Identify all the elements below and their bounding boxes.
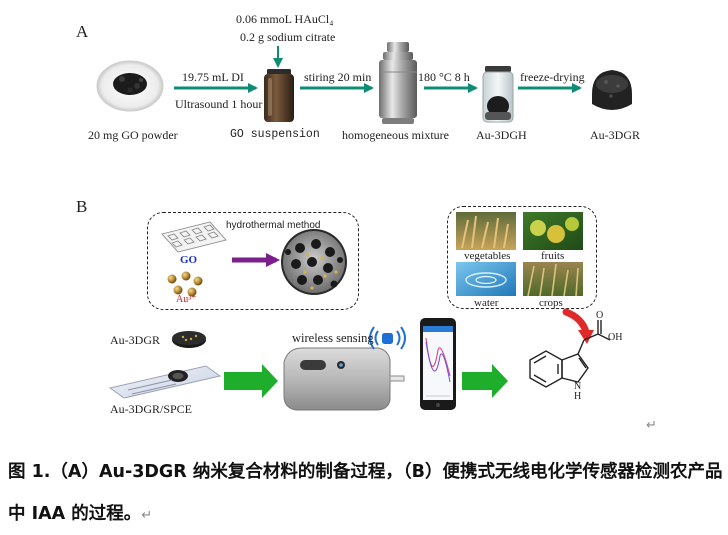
step1-bottom-label: Ultrasound 1 hour bbox=[175, 97, 263, 111]
graphene-sheet bbox=[161, 221, 227, 253]
panel-b-graphics bbox=[108, 212, 611, 411]
wireless-sensing-label: wireless sensing bbox=[292, 331, 374, 345]
spce-label: Au-3DGR/SPCE bbox=[110, 402, 193, 416]
samples-dashed-box bbox=[447, 206, 597, 309]
step2-top-label: stiring 20 min bbox=[304, 70, 372, 84]
hydrothermal-label: hydrothermal method bbox=[226, 220, 321, 231]
sample-label-crops: crops bbox=[539, 297, 563, 309]
wireless-icon bbox=[369, 326, 406, 350]
red-arrow bbox=[562, 308, 594, 344]
panel-a-graphics bbox=[96, 42, 632, 124]
go-suspension-vial bbox=[264, 69, 294, 122]
molecule-h: H bbox=[574, 391, 582, 402]
au-3dgr-label: Au-3DGR bbox=[110, 333, 160, 347]
autoclave bbox=[379, 42, 417, 124]
sample-label-fruits: fruits bbox=[541, 250, 565, 262]
go-label: GO bbox=[180, 254, 198, 266]
au-3dgh-vial bbox=[482, 66, 514, 123]
reagents-line2: 0.2 g sodium citrate bbox=[240, 30, 336, 44]
au-3dgr-aerogel bbox=[592, 70, 632, 110]
sample-label-vegetables: vegetables bbox=[464, 250, 511, 262]
item-label-homogeneous-mixture: homogeneous mixture bbox=[342, 128, 449, 142]
sample-label-water: water bbox=[474, 297, 499, 309]
au-label: Au³⁺ bbox=[176, 294, 197, 305]
sample-photo-vegetables bbox=[456, 212, 516, 250]
item-label-au-3dgr: Au-3DGR bbox=[590, 128, 640, 142]
molecule-n: N bbox=[574, 381, 582, 392]
iaa-molecule bbox=[529, 320, 611, 388]
gold-particles bbox=[167, 271, 203, 297]
go-powder-plate bbox=[96, 60, 164, 112]
caption-line1: 图 1.（A）Au-3DGR 纳米复合材料的制备过程，（B）便携式无线电化学传感… bbox=[8, 462, 723, 482]
item-label-au-3dgh: Au-3DGH bbox=[476, 128, 527, 142]
sample-photo-crops bbox=[523, 262, 583, 297]
smartphone bbox=[420, 318, 456, 410]
step1-top-label: 19.75 mL DI bbox=[182, 70, 244, 84]
figure-return-mark: ↵ bbox=[646, 418, 657, 433]
item-label-go-powder: 20 mg GO powder bbox=[88, 128, 178, 142]
sample-photo-fruits bbox=[523, 212, 583, 250]
caption-line2-text: 中 IAA 的过程。 bbox=[8, 504, 142, 524]
caption-line2: 中 IAA 的过程。↵ bbox=[8, 500, 152, 525]
item-label-go-suspension: GO suspension bbox=[230, 128, 320, 141]
molecule-oh: OH bbox=[608, 332, 623, 343]
au-3dgr-disc bbox=[172, 331, 206, 348]
synthesis-dashed-box bbox=[147, 212, 359, 310]
panel-b-label: B bbox=[76, 197, 88, 216]
reagents-line1: 0.06 mmoL HAuCl₄ bbox=[236, 12, 334, 26]
porous-sphere bbox=[281, 229, 347, 295]
step3-top-label: 180 °C 8 h bbox=[418, 70, 470, 84]
sample-photo-water bbox=[456, 262, 516, 296]
portable-device bbox=[283, 347, 405, 411]
molecule-o: O bbox=[596, 310, 604, 321]
spce-strip bbox=[108, 365, 222, 399]
panel-a-label: A bbox=[76, 22, 89, 41]
step4-top-label: freeze-drying bbox=[520, 70, 585, 84]
caption-return-mark: ↵ bbox=[141, 508, 153, 523]
